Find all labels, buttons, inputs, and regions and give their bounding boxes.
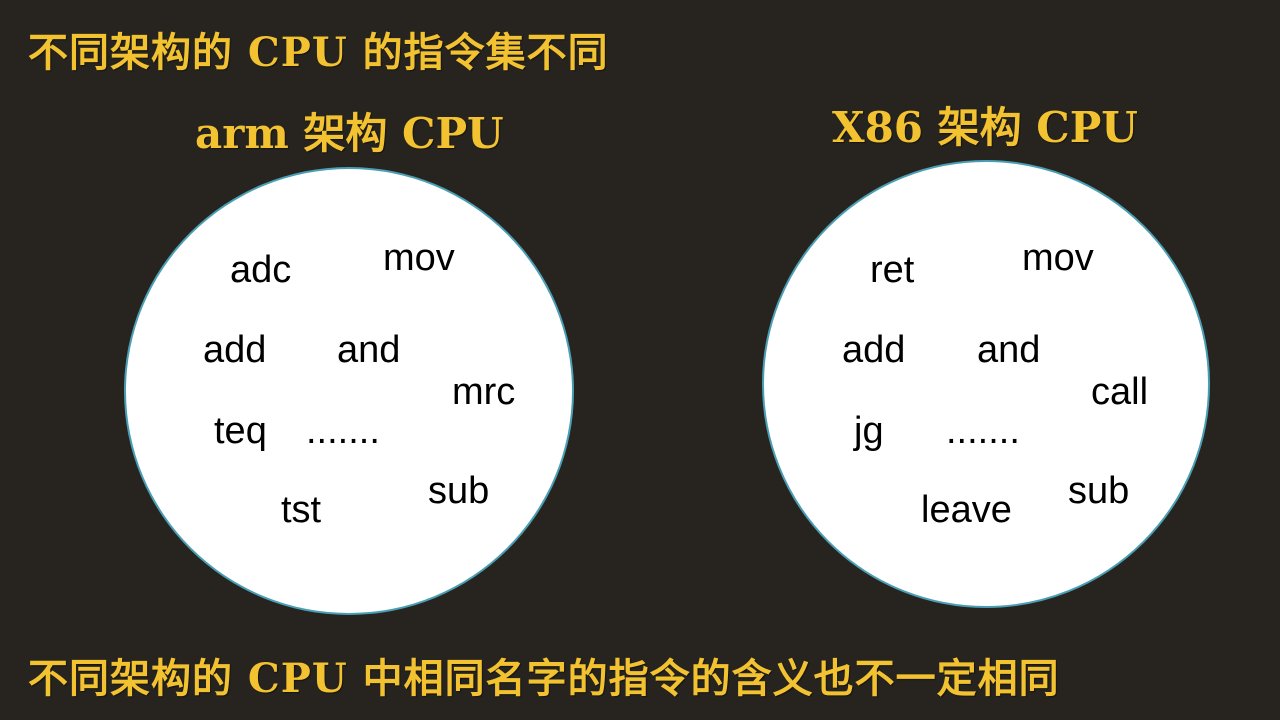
arm-instr-mrc: mrc	[452, 371, 516, 413]
x86-instr-ellipsis: .......	[946, 410, 1020, 452]
arm-instr-ellipsis: .......	[306, 410, 380, 452]
x86-instr-and: and	[977, 329, 1041, 371]
x86-instruction-set-circle: ret mov add and call jg ....... sub leav…	[762, 160, 1210, 608]
arm-instr-and: and	[337, 329, 401, 371]
arm-instr-teq: teq	[214, 410, 267, 452]
x86-instr-jg: jg	[854, 410, 884, 452]
x86-instr-ret: ret	[870, 249, 915, 291]
slide-footer-note: 不同架构的 CPU 中相同名字的指令的含义也不一定相同	[28, 655, 1060, 702]
arm-instr-tst: tst	[281, 489, 322, 531]
x86-instr-leave: leave	[921, 489, 1012, 531]
arm-cpu-heading: arm 架构 CPU	[195, 109, 504, 158]
x86-instr-call: call	[1091, 371, 1149, 413]
x86-cpu-heading: X86 架构 CPU	[832, 103, 1138, 152]
arm-instr-sub: sub	[428, 470, 490, 512]
arm-instruction-set-circle: adc mov add and mrc teq ....... sub tst	[124, 167, 574, 615]
x86-instr-sub: sub	[1068, 470, 1130, 512]
slide-title: 不同架构的 CPU 的指令集不同	[28, 29, 609, 76]
arm-instr-mov: mov	[383, 237, 455, 279]
arm-instr-add: add	[203, 329, 267, 371]
x86-instr-add: add	[842, 329, 906, 371]
arm-instr-adc: adc	[230, 249, 292, 291]
x86-instr-mov: mov	[1022, 237, 1094, 279]
